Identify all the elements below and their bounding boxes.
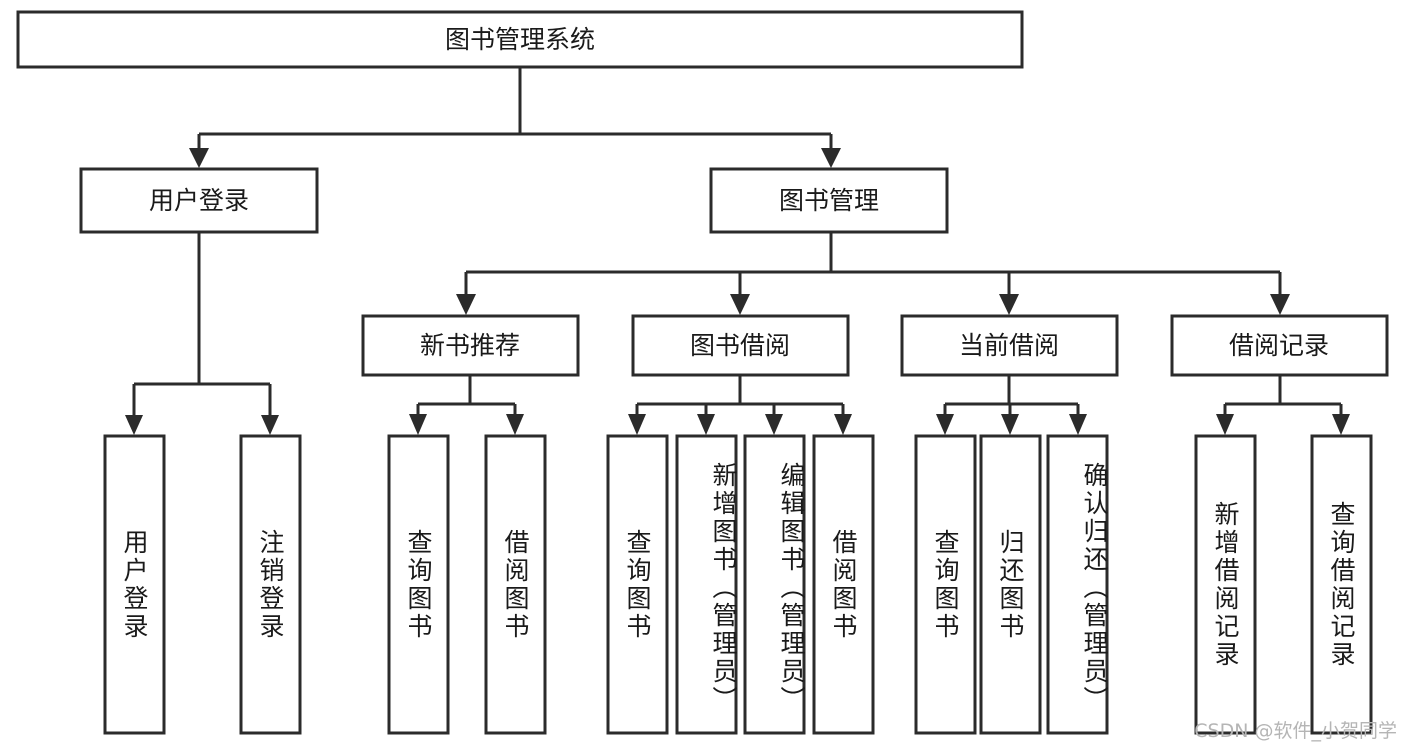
node-new-book-recommend-label: 新书推荐 xyxy=(420,331,520,360)
leaf-add-book-box[interactable] xyxy=(675,434,738,735)
connector-group-new-book-recommend xyxy=(409,375,524,435)
node-current-borrow-label: 当前借阅 xyxy=(959,331,1059,360)
node-user-login-box xyxy=(79,167,319,234)
leaf-user-login-box[interactable] xyxy=(103,434,166,735)
arrowhead-to-leaf-query-record xyxy=(1332,414,1350,435)
node-book-management-box xyxy=(709,167,949,234)
connector-group-borrow-record xyxy=(1216,375,1350,435)
connector-group-current-borrow xyxy=(936,375,1087,435)
connector-group-book-borrow xyxy=(628,375,852,435)
leaf-edit-book-box[interactable] xyxy=(743,434,806,735)
node-new-book-recommend-box xyxy=(361,314,580,377)
node-borrow-record-label: 借阅记录 xyxy=(1229,331,1329,360)
node-current-borrow[interactable]: 当前借阅 xyxy=(900,314,1119,377)
arrowhead-to-leaf-return-book xyxy=(1001,414,1019,435)
arrowhead-to-leaf-edit-book xyxy=(765,414,783,435)
arrowhead-to-book-borrow xyxy=(730,294,750,315)
node-borrow-record[interactable]: 借阅记录 xyxy=(1170,314,1389,377)
node-book-borrow-box xyxy=(631,314,850,377)
arrowhead-to-leaf-borrow-book-2 xyxy=(834,414,852,435)
arrowhead-to-leaf-logout xyxy=(261,415,279,435)
leaf-query-book-1-box[interactable] xyxy=(387,434,450,735)
arrowhead-to-leaf-query-book-1 xyxy=(409,414,427,435)
node-current-borrow-box xyxy=(900,314,1119,377)
leaf-add-record-box[interactable] xyxy=(1194,434,1257,735)
leaf-borrow-book-1-box[interactable] xyxy=(484,434,547,735)
leaf-query-record-box[interactable] xyxy=(1310,434,1373,735)
arrowhead-to-leaf-confirm-return xyxy=(1069,414,1087,435)
node-book-management-label: 图书管理 xyxy=(779,186,879,215)
arrowhead-to-leaf-query-book-3 xyxy=(936,414,954,435)
node-book-borrow-label: 图书借阅 xyxy=(690,331,790,360)
connector-group-book-management xyxy=(456,232,1290,315)
leaf-borrow-book-2-box[interactable] xyxy=(812,434,875,735)
connector-group-user-login xyxy=(125,232,279,435)
arrowhead-to-leaf-add-record xyxy=(1216,414,1234,435)
node-borrow-record-box xyxy=(1170,314,1389,377)
arrowhead-to-borrow-record xyxy=(1270,294,1290,315)
node-root[interactable]: 图书管理系统 xyxy=(16,10,1024,69)
arrowhead-to-current-borrow xyxy=(999,294,1019,315)
leaf-confirm-return-box[interactable] xyxy=(1046,434,1109,735)
node-book-borrow[interactable]: 图书借阅 xyxy=(631,314,850,377)
arrowhead-to-leaf-add-book xyxy=(697,414,715,435)
arrowhead-to-user-login xyxy=(189,148,209,168)
leaf-logout-box[interactable] xyxy=(239,434,302,735)
node-user-login[interactable]: 用户登录 xyxy=(79,167,319,234)
node-root-box xyxy=(16,10,1024,69)
arrowhead-to-new-book-recommend xyxy=(456,294,476,315)
leaf-return-book-box[interactable] xyxy=(979,434,1042,735)
node-root-label: 图书管理系统 xyxy=(445,25,595,54)
leaf-query-book-3-box[interactable] xyxy=(914,434,977,735)
node-new-book-recommend[interactable]: 新书推荐 xyxy=(361,314,580,377)
leaf-query-book-2-box[interactable] xyxy=(606,434,669,735)
node-book-management[interactable]: 图书管理 xyxy=(709,167,949,234)
leaf-boxes xyxy=(103,434,1373,735)
node-user-login-label: 用户登录 xyxy=(149,186,249,215)
connector-group-root xyxy=(189,67,841,168)
arrowhead-to-leaf-user-login xyxy=(125,415,143,435)
arrowhead-to-leaf-borrow-book-1 xyxy=(506,414,524,435)
arrowhead-to-book-management xyxy=(821,148,841,168)
arrowhead-to-leaf-query-book-2 xyxy=(628,414,646,435)
